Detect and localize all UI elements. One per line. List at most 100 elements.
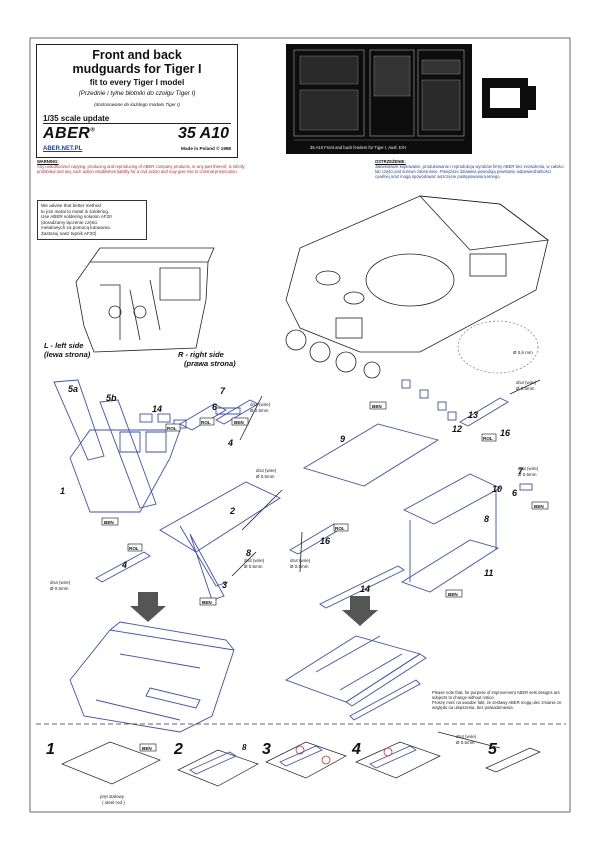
ben-tag: BEN <box>104 520 114 525</box>
brand-row: ABER.NET.PL Made in Poland © 1998 <box>37 145 237 157</box>
brand-logo: ABER® <box>43 125 95 143</box>
wire-label: drut (wire) <box>518 466 539 471</box>
ben-tag: BEN <box>234 420 244 425</box>
ben-tag: BEN <box>534 504 544 509</box>
step-number: 5 <box>488 741 498 758</box>
left-side-label: L - left side <box>44 341 83 350</box>
advice-line: to join metal to metal is soldering. <box>41 208 110 214</box>
warning-pl: OSTRZEŻENIE: Jakiekolwiek kopiowanie, pr… <box>375 159 565 179</box>
advice-line: We advise that better method <box>41 203 101 208</box>
assembled-right <box>284 635 427 721</box>
part-11 <box>400 539 500 593</box>
step-3-sketch <box>265 741 347 779</box>
part-label: 16 <box>320 536 331 546</box>
wire-label: Ø 0.5mm <box>516 386 535 391</box>
step-4-highlight <box>383 747 393 757</box>
wire-label: Ø 0.5mm <box>50 586 69 591</box>
warning-en-text: Any unauthorized copying, producing and … <box>37 164 245 174</box>
part-label: 7 <box>518 466 524 476</box>
part-label: 11 <box>484 568 493 578</box>
warning-en-heading: WARNING: <box>37 159 59 164</box>
part-3 <box>189 533 225 601</box>
photo-etch-fret: 35 A10 Front and back fenders for Tiger … <box>286 44 536 154</box>
part-14 <box>319 565 405 609</box>
step-wire-label: Ø 0.5mm <box>456 740 475 745</box>
front-hull-sketch <box>285 195 550 379</box>
step-sketches <box>61 731 541 787</box>
title-line3: fit to every Tiger I model <box>89 78 185 87</box>
step-number: 2 <box>173 741 183 758</box>
right-mudguard-parts <box>289 379 533 609</box>
part-label: 8 <box>246 548 251 558</box>
part-label: 6 <box>212 402 218 412</box>
part-label: 3 <box>222 580 227 590</box>
part-4-upper <box>179 403 227 431</box>
part-1 <box>69 429 181 513</box>
title-line1: Front and back <box>92 48 182 62</box>
step-part-label: 8 <box>242 743 247 752</box>
rol-tag: ROL <box>483 436 493 441</box>
bend-roll-tags: BEN BEN BEN BEN BEN BEN ROL ROL ROL ROL … <box>101 401 549 606</box>
advice-line: Zastosuj nasz topnik AF20) <box>41 230 97 236</box>
steel-rod-label: pręt stalowy <box>100 794 125 799</box>
change-note: Please note that, for purpose of improve… <box>432 690 572 710</box>
part-label: 10 <box>492 484 502 494</box>
part-label: 14 <box>360 584 370 594</box>
step-3-highlight <box>295 745 305 755</box>
step-number: 4 <box>351 741 361 758</box>
ben-tag: BEN <box>372 404 382 409</box>
part-label: 16 <box>500 428 511 438</box>
part-label: 2 <box>229 506 235 516</box>
wire-left-upper <box>239 395 263 441</box>
change-note-pl: Proszę mieć na uwadze fakt, że zestawy A… <box>432 700 562 710</box>
part-label: 8 <box>484 514 489 524</box>
page-frame <box>29 37 571 813</box>
step-ben-tag: BEN <box>142 746 152 751</box>
step-number: 3 <box>262 741 271 758</box>
website-link[interactable]: ABER.NET.PL <box>43 146 83 152</box>
wire-label: drut (wire) <box>516 380 537 385</box>
step-wire-label: drut (wire) <box>456 734 477 739</box>
title-box: Front and back mudguards for Tiger I fit… <box>36 44 238 158</box>
wire-right <box>509 379 541 395</box>
set-code: 35 A10 <box>178 125 229 142</box>
step-2-sketch <box>177 749 259 787</box>
part-10 <box>403 473 501 525</box>
warning-pl-text: Jakiekolwiek kopiowanie, produkowanie i … <box>375 164 564 179</box>
part-label: 5a <box>68 384 78 394</box>
right-side-label: R - right side <box>178 350 224 359</box>
part-6 <box>215 407 241 415</box>
rear-hull-sketch <box>75 247 215 353</box>
fret-caption: 35 A10 Front and back fenders for Tiger … <box>310 145 406 150</box>
part-label: 13 <box>468 410 478 420</box>
wire-06: Ø 0,6 mm <box>513 350 533 355</box>
step-4-sketch <box>355 741 441 779</box>
title-line2: mudguards for Tiger I <box>72 62 202 76</box>
rol-tag: ROL <box>201 420 211 425</box>
part-label: 7 <box>220 386 226 396</box>
advice-line: metalowych za pomocą lutowania. <box>41 225 111 231</box>
part-9 <box>302 423 440 487</box>
part-label: 14 <box>152 404 162 414</box>
advice-line: Use ABER soldering solution AF20 <box>41 214 112 220</box>
detail-inset <box>457 320 539 374</box>
warning-pl-heading: OSTRZEŻENIE: <box>375 159 406 164</box>
brand-name: ABER <box>43 125 91 142</box>
wire-label: Ø 0.5mm <box>290 564 309 569</box>
steel-rod-en: ( steel rod ) <box>102 800 125 805</box>
step-5-sketch <box>485 747 541 773</box>
step-numbers: 1 2 3 4 5 <box>46 741 498 758</box>
right-side-pl: (prawa strona) <box>184 359 236 368</box>
change-note-en: Please note that, for purpose of improve… <box>432 690 560 700</box>
rol-tag: ROL <box>335 526 345 531</box>
scale-label: 1/35 scale update <box>43 114 110 123</box>
part-number-labels: 5a 5b 1 2 3 4 4 14 6 7 8 9 10 11 12 13 1… <box>60 384 524 594</box>
title-line4: (Przednie i tylne błotniki do czołgu Tig… <box>78 90 196 97</box>
ben-tag: BEN <box>448 592 458 597</box>
part-5b <box>99 399 157 509</box>
part-16-right <box>459 397 509 427</box>
down-arrow-left <box>130 592 166 622</box>
wire-label: Ø 0.5mm <box>256 474 275 479</box>
step-number: 1 <box>46 741 55 758</box>
rol-tag: ROL <box>129 546 139 551</box>
